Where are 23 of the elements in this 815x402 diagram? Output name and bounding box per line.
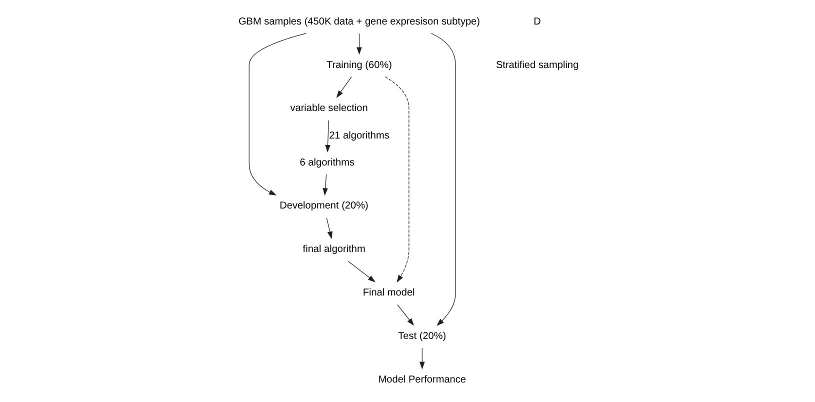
node-text: final algorithm [302,244,365,256]
label: D [533,16,540,28]
node-text: Model Performance [378,374,466,386]
arrow [396,304,414,326]
edge-label: 21 algorithms [328,130,389,142]
node-text: Training (60%) [326,60,392,71]
node-text: 6 algorithms [299,157,354,168]
arrow [430,33,456,326]
node-text: GBM samples (450K data + gene expresison subtype) [238,16,480,28]
arrow [347,260,376,282]
node-text: Development (20%) [279,200,368,212]
arrow [419,348,424,370]
arrow [336,76,352,98]
node-text: variable selection [290,103,368,114]
arrow [324,120,330,152]
node-text: Final model [362,288,414,299]
arrow [326,218,332,240]
arrow [322,174,328,196]
arrow [384,76,409,283]
arrow [356,33,362,55]
node-text: Test (20%) [398,330,446,342]
label: Stratified sampling [495,60,578,71]
arrow [248,33,306,196]
